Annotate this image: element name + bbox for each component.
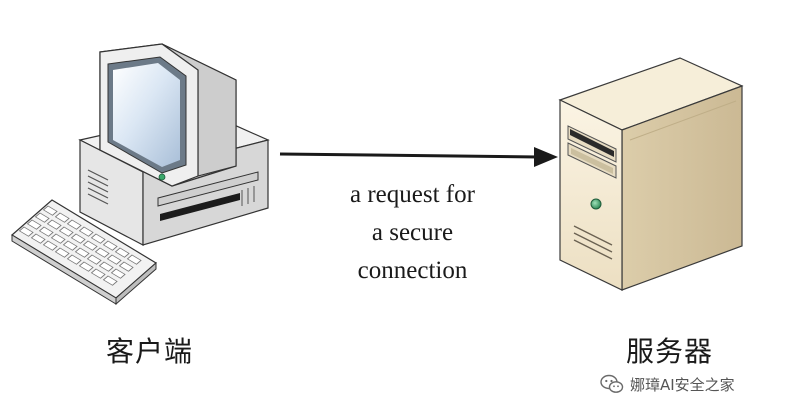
client-computer-icon — [10, 43, 270, 306]
watermark: 娜璋AI安全之家 — [600, 372, 735, 396]
request-arrow — [279, 147, 558, 167]
server-caption: 服务器 — [626, 335, 714, 368]
watermark-text: 娜璋AI安全之家 — [630, 375, 735, 394]
arrow-label-line: a request for — [350, 181, 475, 208]
client-caption: 客户端 — [106, 335, 194, 368]
wechat-icon — [600, 374, 624, 393]
arrowhead-icon — [534, 147, 558, 167]
server-icon — [558, 57, 744, 291]
arrow-label: a request for a secure connection — [300, 176, 525, 290]
arrow-label-line: a secure — [371, 219, 454, 246]
arrow-label-line: connection — [357, 257, 468, 284]
